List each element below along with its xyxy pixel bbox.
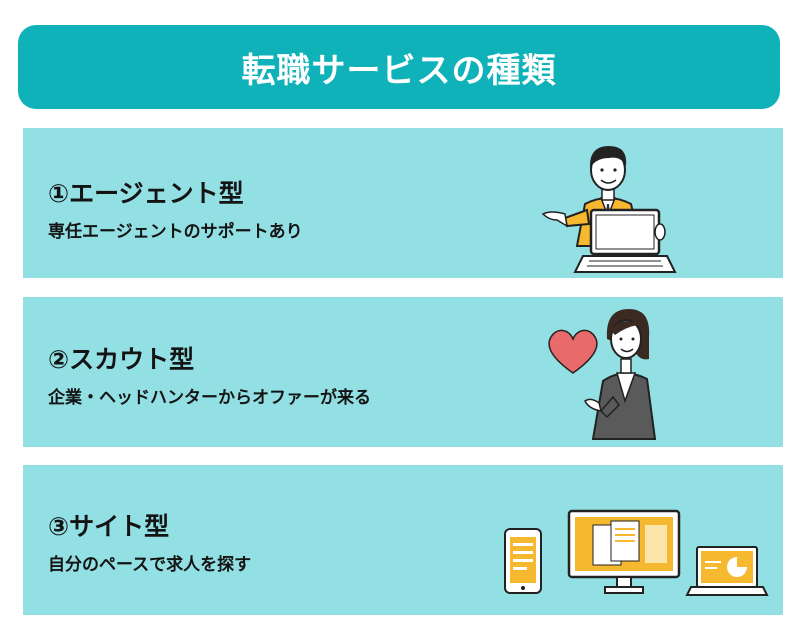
title-banner: 転職サービスの種類 [18,25,780,109]
service-card-scout: ②スカウト型 企業・ヘッドハンターからオファーが来る [23,297,783,447]
devices-icon [501,505,771,601]
card-title: ③サイト型 [48,512,170,541]
card-title: ②スカウト型 [48,345,195,374]
laptop-icon [685,546,769,596]
service-card-agent: ①エージェント型 専任エージェントのサポートあり [23,128,783,278]
card-description: 企業・ヘッドハンターからオファーが来る [48,388,371,408]
service-card-site: ③サイト型 自分のペースで求人を探す [23,465,783,615]
man-with-laptop-icon [533,134,683,276]
monitor-icon [567,509,681,594]
smartphone-icon [504,528,542,594]
card-description: 専任エージェントのサポートあり [48,222,303,242]
card-title: ①エージェント型 [48,179,244,208]
card-description: 自分のペースで求人を探す [48,555,252,575]
woman-with-heart-icon [543,301,683,445]
page-title: 転職サービスの種類 [241,50,557,91]
